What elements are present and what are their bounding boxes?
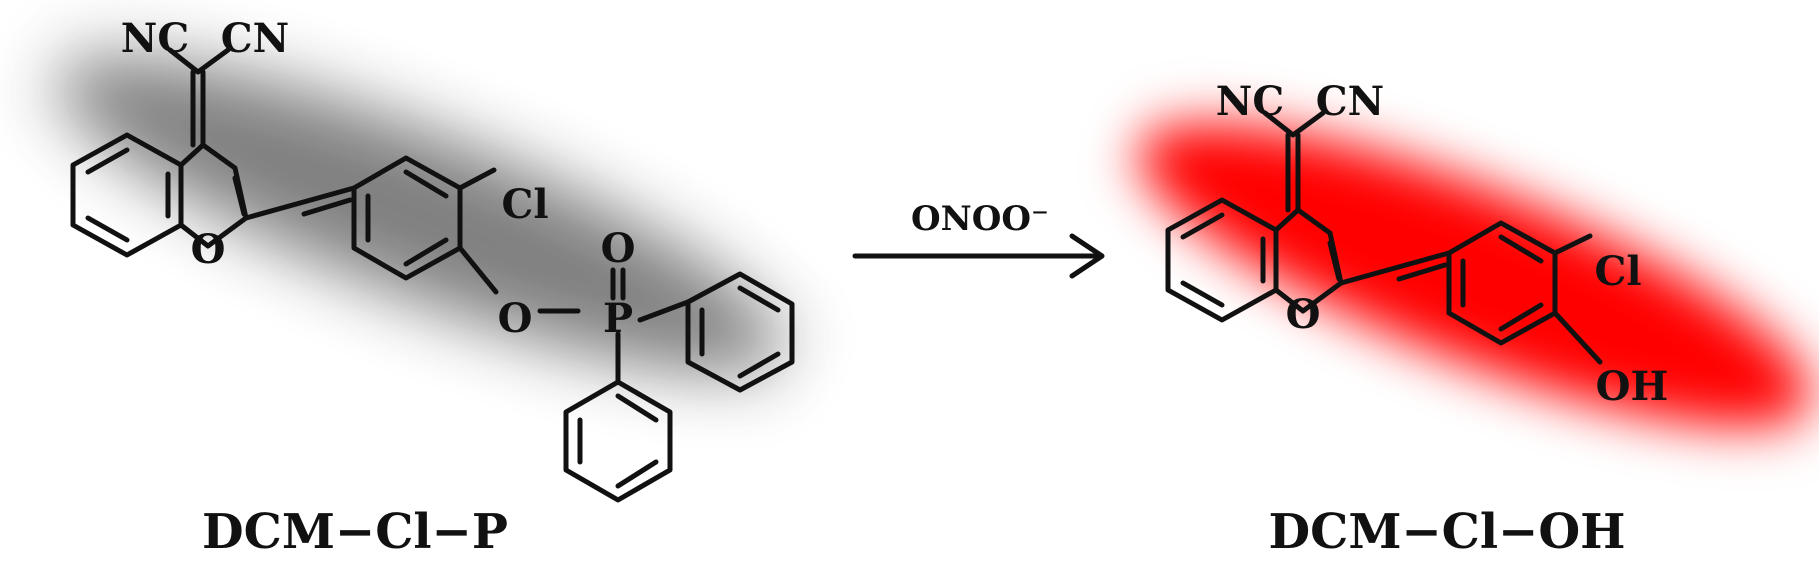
reaction-reagent: ONOO⁻ bbox=[911, 199, 1049, 239]
product-label-nc: NC bbox=[1216, 78, 1284, 125]
product-glow bbox=[1137, 123, 1813, 427]
product-molecule: NC CN O Cl OH bbox=[1165, 78, 1669, 410]
reactant-label-o-double: O bbox=[601, 225, 636, 272]
reactant-label-cn: CN bbox=[221, 15, 289, 62]
product-name: DCM−Cl−OH bbox=[1269, 504, 1626, 560]
reactant-label-cl: Cl bbox=[501, 181, 548, 228]
reactant-name: DCM−Cl−P bbox=[202, 504, 508, 560]
reactant-label-nc: NC bbox=[121, 15, 189, 62]
reactant-glow bbox=[54, 55, 786, 375]
product-label-cn: CN bbox=[1316, 78, 1384, 125]
reactant-label-o-ring: O bbox=[191, 226, 226, 273]
reactant-molecule: NC CN O Cl O P O bbox=[70, 15, 795, 503]
product-label-cl: Cl bbox=[1594, 248, 1641, 295]
product-label-o-ring: O bbox=[1286, 291, 1321, 338]
right-arrow-icon bbox=[852, 233, 1105, 279]
reactant-label-p: P bbox=[603, 295, 633, 342]
product-label-oh: OH bbox=[1596, 363, 1669, 410]
reactant-label-o-link: O bbox=[498, 295, 533, 342]
